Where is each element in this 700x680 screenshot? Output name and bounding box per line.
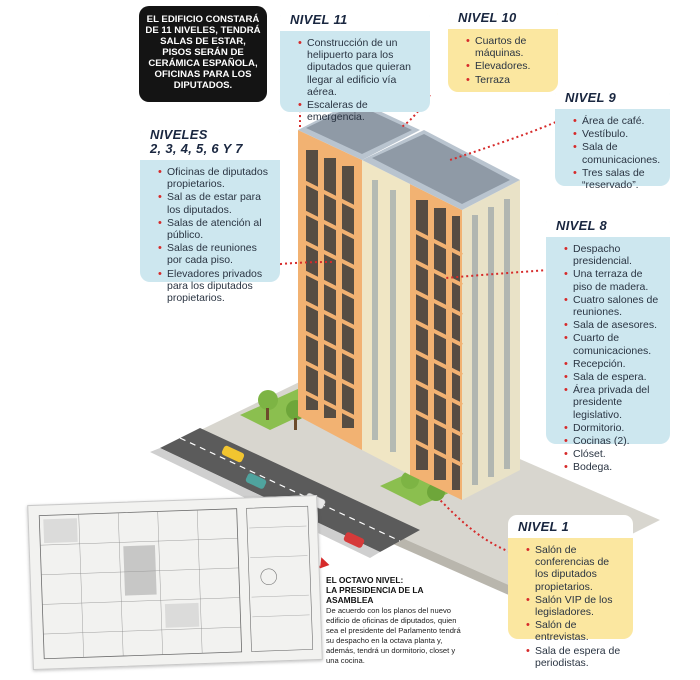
list-item: Vestíbulo. — [573, 128, 660, 140]
list-item: Elevadores privados para los diputados p… — [158, 268, 270, 305]
list-item: Recepción. — [564, 358, 660, 370]
list-item: Tres salas de “reservado”. — [573, 167, 660, 191]
windows-side — [472, 199, 510, 485]
tower-middle-face — [362, 160, 410, 475]
list-item: Sal as de estar para los diputados. — [158, 191, 270, 215]
list-item: Sala de comunicaciones. — [573, 141, 660, 165]
list-item: Construcción de un helipuerto para los d… — [298, 37, 420, 98]
panel-nivel-11: NIVEL 11 Construcción de un helipuerto p… — [280, 8, 430, 123]
list-item: Salas de reuniones por cada piso. — [158, 242, 270, 266]
caption-body: De acuerdo con los planos del nuevo edif… — [326, 606, 461, 665]
panel-nivel-8: NIVEL 8 Despacho presidencial. Una terra… — [546, 214, 670, 474]
blueprint-image — [27, 494, 323, 671]
panel-niveles-2-7: NIVELES 2, 3, 4, 5, 6 Y 7 Oficinas de di… — [140, 124, 280, 304]
list-item: Salón VIP de los legisladores. — [526, 594, 623, 618]
list-item: Oficinas de diputados propietarios. — [158, 166, 270, 190]
panel-title: NIVEL 11 — [280, 8, 430, 31]
list-item: Salas de atención al público. — [158, 217, 270, 241]
list-item: Dormitorio. — [564, 422, 660, 434]
list-item: Cocinas (2). — [564, 435, 660, 447]
car-teal — [245, 473, 267, 489]
car-yellow — [221, 445, 245, 463]
list-item: Terraza — [466, 74, 548, 86]
list-item: Bodega. — [564, 461, 660, 473]
list-item: Sala de espera de periodistas. — [526, 645, 623, 669]
list-item: Escaleras de emergencia. — [298, 99, 420, 123]
car-red — [343, 532, 365, 548]
panel-nivel-10: NIVEL 10 Cuartos de máquinas. Elevadores… — [448, 6, 558, 92]
list-item: Área de café. — [573, 115, 660, 127]
panel-title-line1: NIVELES — [150, 127, 208, 142]
list-item: Salón de entrevistas. — [526, 619, 623, 643]
panel-title-line2: 2, 3, 4, 5, 6 Y 7 — [150, 141, 243, 156]
panel-title: NIVEL 1 — [508, 515, 633, 538]
panel-title: NIVEL 10 — [448, 6, 558, 29]
list-item: Salón de conferencias de los diputados p… — [526, 544, 623, 593]
list-item: Cuarto de comunicaciones. — [564, 332, 660, 356]
windows-left — [306, 150, 354, 428]
trees — [258, 390, 445, 501]
list-item: Sala de asesores. — [564, 319, 660, 331]
list-item: Cuatro salones de reuniones. — [564, 294, 660, 318]
list-item: Clóset. — [564, 448, 660, 460]
windows-middle — [372, 180, 396, 452]
panel-title: NIVEL 8 — [546, 214, 670, 237]
blueprint-caption: EL OCTAVO NIVEL: LA PRESIDENCIA DE LA AS… — [316, 555, 466, 666]
panel-title: NIVELES 2, 3, 4, 5, 6 Y 7 — [140, 124, 280, 160]
intro-text: EL EDIFICIO CONSTARÁ DE 11 NIVELES, TEND… — [145, 14, 261, 91]
intro-box: EL EDIFICIO CONSTARÁ DE 11 NIVELES, TEND… — [139, 6, 267, 102]
caption-title-1: EL OCTAVO NIVEL: — [326, 575, 404, 585]
caption-title-2: LA PRESIDENCIA DE LA ASAMBLEA — [326, 585, 424, 605]
list-item: Despacho presidencial. — [564, 243, 660, 267]
panel-nivel-9: NIVEL 9 Área de café. Vestíbulo. Sala de… — [555, 86, 670, 191]
list-item: Sala de espera. — [564, 371, 660, 383]
panel-nivel-1: NIVEL 1 Salón de conferencias de los dip… — [508, 515, 633, 669]
list-item: Área privada del presidente legislativo. — [564, 384, 660, 421]
list-item: Cuartos de máquinas. — [466, 35, 548, 59]
list-item: Una terraza de piso de madera. — [564, 268, 660, 292]
panel-title: NIVEL 9 — [555, 86, 670, 109]
leader-lines — [269, 94, 561, 553]
list-item: Elevadores. — [466, 60, 548, 72]
